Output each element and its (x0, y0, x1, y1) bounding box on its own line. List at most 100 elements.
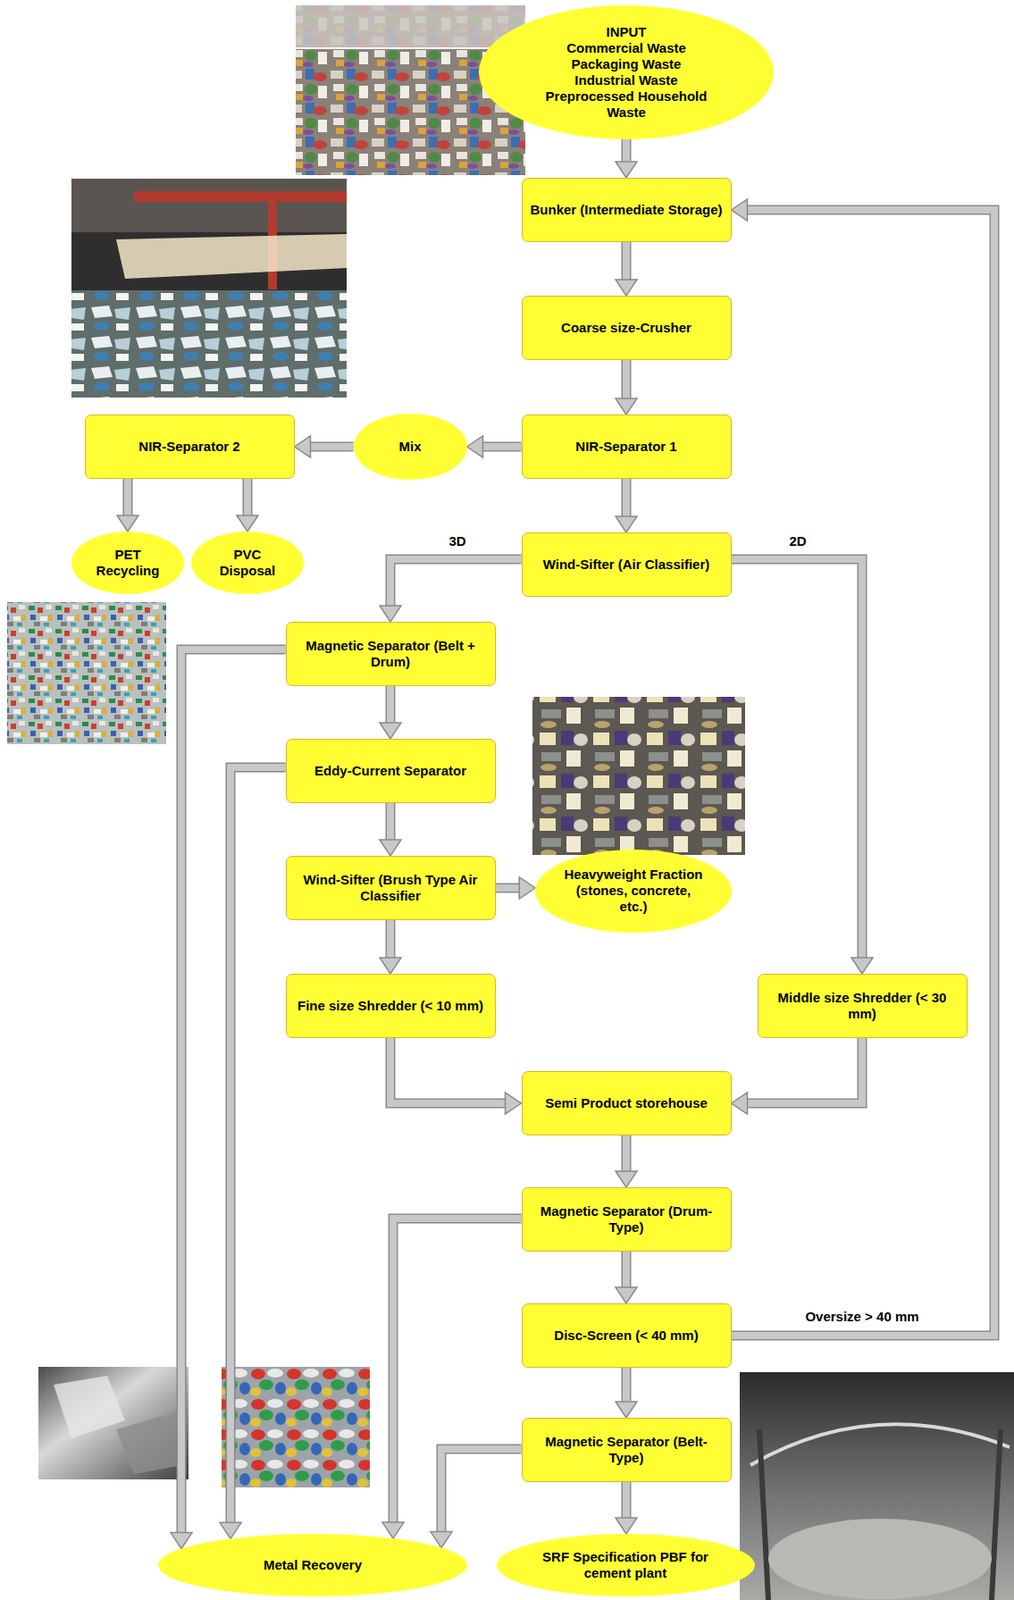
node-content: Bunker (Intermediate Storage) (528, 201, 725, 218)
photo-detail (38, 1366, 189, 1480)
srf-hall-photo (739, 1372, 1014, 1600)
arrow-head (382, 1522, 404, 1539)
node-content: SRF Specification PBF for cement plant (536, 1549, 715, 1582)
arrow-shaft (390, 559, 522, 608)
node-text: Magnetic Separator (Drum-Type) (528, 1203, 725, 1236)
ellipse-outline (191, 531, 304, 595)
arrow-head (379, 957, 402, 974)
node-content: Magnetic Separator (Belt + Drum) (293, 637, 489, 671)
flow-arrow (170, 649, 286, 1550)
terminal-ellipse: SRF Specification PBF for cement plant (496, 1533, 755, 1597)
node-content: Disc-Screen (< 40 mm) (528, 1327, 725, 1344)
arrow-head (170, 1533, 193, 1550)
node-text: Metal Recovery (214, 1557, 411, 1574)
photo-detail (768, 1518, 992, 1600)
nir-sorter-photo (71, 178, 347, 398)
node-text: Preprocessed Household Waste (536, 88, 716, 121)
flow-arrow (430, 1449, 522, 1549)
arrow-shaft (309, 443, 354, 451)
arrow-shaft-outline (123, 478, 134, 518)
node-text: Fine size Shredder (< 10 mm) (293, 997, 489, 1014)
flow-arrow (294, 435, 354, 458)
flow-arrow (615, 360, 637, 415)
arrow-head (519, 877, 536, 899)
photo-detail (750, 1424, 1010, 1466)
process-box: Magnetic Separator (Belt-Type) (521, 1417, 732, 1483)
node-text: Disc-Screen (< 40 mm) (528, 1327, 725, 1344)
node-text: SRF Specification PBF for cement plant (536, 1549, 715, 1582)
node-content: NIR-Separator 2 (92, 438, 288, 455)
ellipse-outline (71, 531, 185, 595)
flow-arrow (731, 559, 874, 974)
arrow-shaft-outline (731, 559, 864, 960)
arrow-shaft (390, 1038, 508, 1104)
ellipse-outline (158, 1533, 468, 1597)
arrow-head (615, 1517, 637, 1534)
arrow-shaft (243, 478, 252, 518)
arrow-shaft (622, 478, 630, 519)
arrow-shaft (622, 139, 630, 164)
arrow-shaft-outline (481, 442, 522, 453)
photo-detail (71, 178, 347, 398)
arrow-head (615, 1287, 637, 1304)
arrow-head (117, 515, 139, 532)
flow-arrow (615, 478, 637, 533)
arrow-shaft (622, 1135, 630, 1174)
arrow-shaft-outline (385, 803, 396, 842)
photo-detail (739, 1372, 1014, 1600)
photo-detail (116, 234, 347, 279)
flow-arrow (615, 1251, 637, 1304)
node-content: Fine size Shredder (< 10 mm) (293, 997, 489, 1014)
photo-detail (295, 47, 526, 50)
arrow-shaft (622, 1367, 630, 1404)
arrow-head (615, 516, 637, 533)
arrow-shaft-outline (390, 1038, 508, 1104)
arrow-shaft-outline (621, 242, 632, 282)
node-text: Wind-Sifter (Brush Type Air Classifier (293, 871, 489, 905)
arrow-head (467, 435, 484, 458)
node-content: Magnetic Separator (Drum-Type) (528, 1203, 725, 1236)
ellipse-shape (71, 531, 185, 595)
arrow-head (851, 957, 873, 974)
arrow-head (731, 1092, 748, 1115)
flow-arrow (615, 1367, 637, 1418)
node-text: Bunker (Intermediate Storage) (528, 201, 725, 218)
arrow-shaft-outline (230, 767, 286, 1525)
arrow-shaft-outline (731, 209, 996, 1336)
process-box: Coarse size-Crusher (521, 295, 732, 361)
process-box: NIR-Separator 2 (84, 414, 295, 479)
arrow-shaft (731, 209, 996, 1336)
node-content: Semi Product storehouse (528, 1095, 725, 1112)
node-text: Mix (374, 438, 446, 455)
node-content: Wind-Sifter (Brush Type Air Classifier (293, 871, 489, 905)
arrow-head (379, 839, 402, 856)
flow-arrow (379, 686, 402, 739)
process-box: Semi Product storehouse (521, 1071, 732, 1136)
arrow-shaft-outline (621, 139, 632, 164)
node-content: Eddy-Current Separator (293, 762, 489, 780)
node-content: Middle size Shredder (< 30 mm) (764, 989, 961, 1023)
node-text: NIR-Separator 1 (528, 438, 725, 455)
photo-detail (295, 5, 526, 49)
ellipse-outline (478, 5, 774, 140)
aluminium-photo (38, 1366, 189, 1480)
process-box: Magnetic Separator (Drum-Type) (521, 1187, 732, 1252)
arrow-shaft (495, 884, 522, 892)
arrow-head (615, 1401, 637, 1418)
node-text: Coarse size-Crusher (528, 319, 725, 336)
ellipse-outline (535, 849, 732, 933)
arrow-shaft (386, 803, 394, 842)
arrow-shaft-outline (621, 478, 632, 519)
photo-detail (759, 1429, 1001, 1600)
arrow-shaft-outline (745, 1038, 864, 1104)
photo-detail (221, 1366, 370, 1488)
arrow-shaft (481, 443, 522, 451)
terminal-ellipse: Heavyweight Fraction (stones, concrete, … (535, 849, 732, 933)
arrow-head (615, 1171, 637, 1188)
arrow-shaft (181, 649, 286, 1535)
arrow-shaft (622, 1251, 630, 1290)
flow-arrow (379, 920, 402, 974)
node-content: NIR-Separator 1 (528, 438, 725, 455)
arrow-head (615, 398, 637, 415)
